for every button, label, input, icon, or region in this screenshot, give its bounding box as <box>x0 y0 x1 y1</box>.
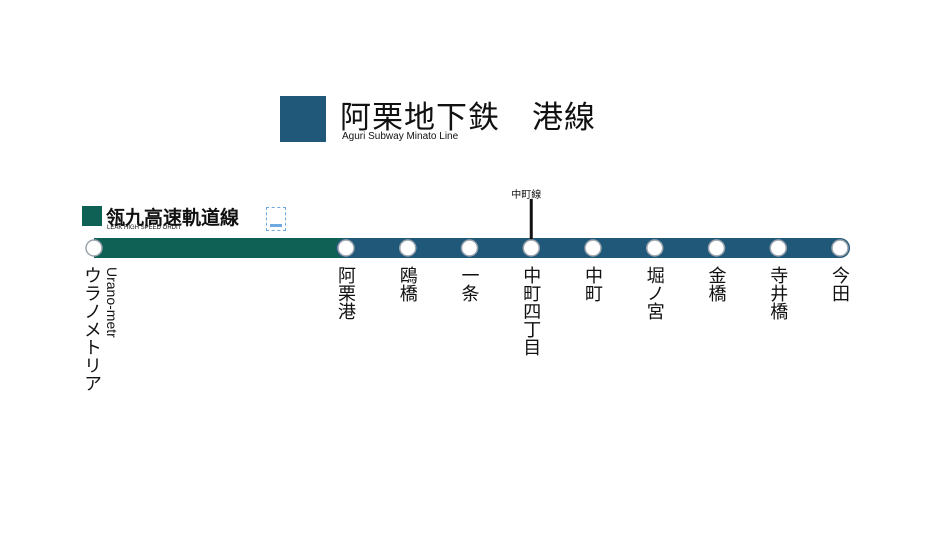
station-name: 中町 <box>582 266 603 302</box>
station-marker <box>769 239 787 257</box>
station-name: 堀ノ宮 <box>643 266 665 320</box>
connecting-line-name: 瓴九高速軌道線 <box>106 207 240 229</box>
line-color-swatch <box>280 96 326 142</box>
terminal-station-name: ウラノメトリア <box>81 266 102 392</box>
station-name: 寺井橋 <box>767 266 789 320</box>
terminal-station-name-en: Urano-metr <box>104 267 120 338</box>
station-name: 阿栗港 <box>335 266 356 320</box>
station-marker <box>831 239 849 257</box>
station-marker <box>707 239 726 257</box>
station-marker <box>460 239 479 257</box>
transit-logo-icon <box>266 207 286 231</box>
station-name: 中町四丁目 <box>520 266 542 356</box>
station-name: 今田 <box>829 266 850 302</box>
branch-line-label: 中町線 <box>511 190 542 201</box>
station-name: 一条 <box>458 266 480 302</box>
line-subtitle: Aguri Subway Minato Line <box>342 131 459 142</box>
station-name: 金橋 <box>705 266 727 302</box>
station-marker <box>337 239 355 257</box>
station-name: 鴎橋 <box>396 266 418 302</box>
station-marker <box>399 239 417 257</box>
line-title: 阿栗地下鉄 港線 <box>340 100 596 136</box>
connecting-line-swatch <box>82 206 102 226</box>
station-marker <box>522 239 540 257</box>
terminal-station-marker <box>85 239 103 257</box>
connecting-line-subtitle: LEAK HIGH SPEED ORDIT <box>107 225 182 231</box>
station-marker <box>646 239 664 257</box>
station-marker <box>584 239 602 257</box>
